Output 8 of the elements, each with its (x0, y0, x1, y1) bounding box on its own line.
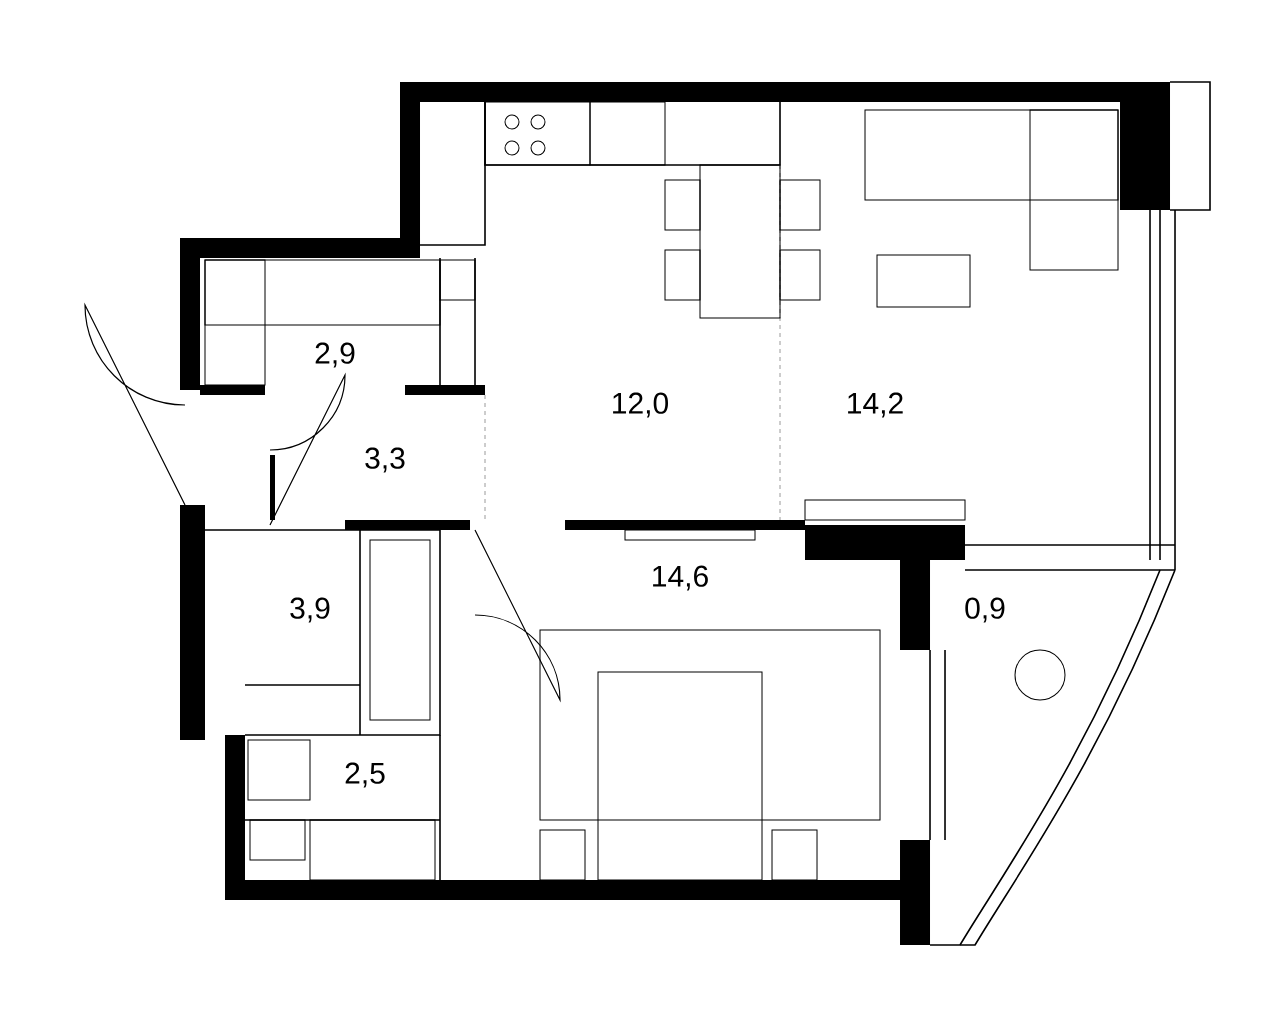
area-label: 0,9 (965, 597, 1005, 623)
area-label: 14,6 (653, 565, 708, 591)
area-label: 3,3 (365, 447, 405, 473)
area-label: 2,5 (345, 762, 385, 788)
area-label: 2,9 (315, 342, 355, 368)
area-label: 12,0 (613, 392, 668, 418)
area-label: 14,2 (848, 392, 903, 418)
area-label: 3,9 (290, 597, 330, 623)
